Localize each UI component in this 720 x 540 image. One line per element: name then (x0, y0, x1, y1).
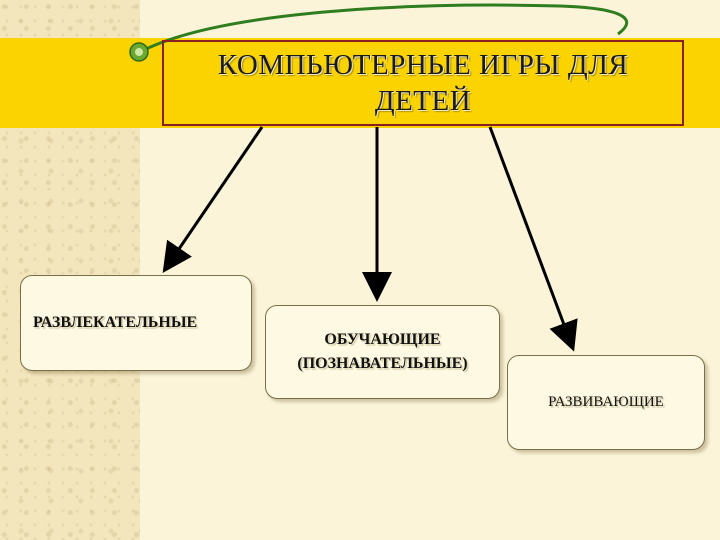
title-line-1: КОМПЬЮТЕРНЫЕ ИГРЫ ДЛЯ (217, 49, 629, 81)
arrow-to-entertaining (162, 126, 264, 273)
node-developing: РАЗВИВАЮЩИЕ (507, 355, 705, 450)
bullet-ornament-icon (129, 42, 149, 62)
node-entertaining: РАЗВЛЕКАТЕЛЬНЫЕ (20, 275, 252, 371)
title-box: КОМПЬЮТЕРНЫЕ ИГРЫ ДЛЯ ДЕТЕЙ (162, 40, 684, 126)
decorative-swoosh (139, 3, 629, 54)
node-educational-label-1: ОБУЧАЮЩИЕ (324, 331, 441, 348)
page-title: КОМПЬЮТЕРНЫЕ ИГРЫ ДЛЯ ДЕТЕЙ (218, 47, 628, 119)
node-educational-label-2: (ПОЗНАВАТЕЛЬНЫЕ) (297, 355, 468, 372)
node-entertaining-label: РАЗВЛЕКАТЕЛЬНЫЕ (33, 314, 198, 331)
title-line-2: ДЕТЕЙ (374, 85, 472, 117)
node-developing-label: РАЗВИВАЮЩИЕ (548, 394, 664, 410)
node-educational: ОБУЧАЮЩИЕ (ПОЗНАВАТЕЛЬНЫЕ) (265, 305, 500, 399)
title-band (0, 38, 720, 128)
arrow-to-developing (488, 126, 578, 352)
